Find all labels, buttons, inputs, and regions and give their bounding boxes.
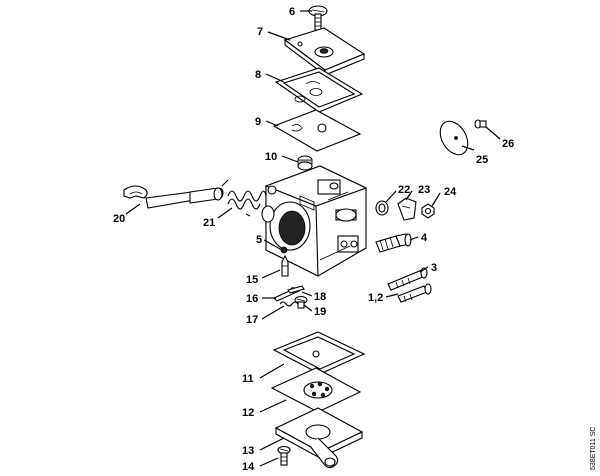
part-20-lever — [123, 185, 224, 209]
part-25-disc — [439, 120, 469, 156]
part-22-ring — [375, 200, 389, 216]
drawing-code: 538ET011 SC — [590, 427, 597, 470]
label-23: 23 — [418, 184, 430, 196]
part-13-end-cover — [274, 407, 364, 469]
part-labels: 6 7 8 9 10 20 21 5 15 16 17 18 19 11 12 … — [113, 6, 514, 473]
part-14-screw — [277, 445, 291, 466]
part-11-gasket — [272, 331, 366, 375]
label-22: 22 — [398, 184, 410, 196]
label-14: 14 — [242, 461, 255, 473]
part-7-cover — [283, 27, 366, 77]
label-6: 6 — [289, 6, 295, 18]
carburetor-body — [261, 165, 368, 277]
part-4-adjusting-screw — [375, 233, 412, 253]
leader-lines — [125, 10, 501, 467]
part-9-plate — [272, 109, 362, 152]
part-26-screw — [474, 119, 487, 129]
label-9: 9 — [255, 116, 261, 128]
part-8-gasket — [274, 67, 364, 113]
label-15: 15 — [246, 274, 258, 286]
label-7: 7 — [257, 26, 263, 38]
label-24: 24 — [444, 186, 457, 198]
label-13: 13 — [242, 445, 254, 457]
part-16-lever — [273, 285, 305, 302]
part-6-screw — [308, 5, 328, 31]
label-10: 10 — [265, 151, 277, 163]
label-4: 4 — [421, 232, 428, 244]
label-12: 12 — [242, 407, 254, 419]
label-17: 17 — [246, 314, 258, 326]
label-21: 21 — [203, 217, 215, 229]
part-10-filter — [297, 155, 313, 171]
label-26: 26 — [502, 138, 514, 150]
label-16: 16 — [246, 293, 258, 305]
part-19-screw — [294, 295, 308, 309]
label-8: 8 — [255, 69, 261, 81]
label-11: 11 — [242, 373, 254, 385]
part-21-spring — [221, 179, 267, 217]
label-19: 19 — [314, 306, 326, 318]
part-1-2-screw — [397, 283, 432, 303]
label-18: 18 — [314, 291, 326, 303]
part-15-needle — [281, 254, 289, 277]
part-24-nut — [421, 203, 435, 219]
label-25: 25 — [476, 154, 488, 166]
label-5: 5 — [256, 234, 262, 246]
part-12-diaphragm — [270, 367, 362, 413]
part-17-spring — [279, 301, 299, 307]
label-20: 20 — [113, 213, 125, 225]
part-23-bracket — [397, 197, 417, 221]
label-3: 3 — [431, 262, 437, 274]
label-1-2: 1,2 — [368, 292, 383, 304]
